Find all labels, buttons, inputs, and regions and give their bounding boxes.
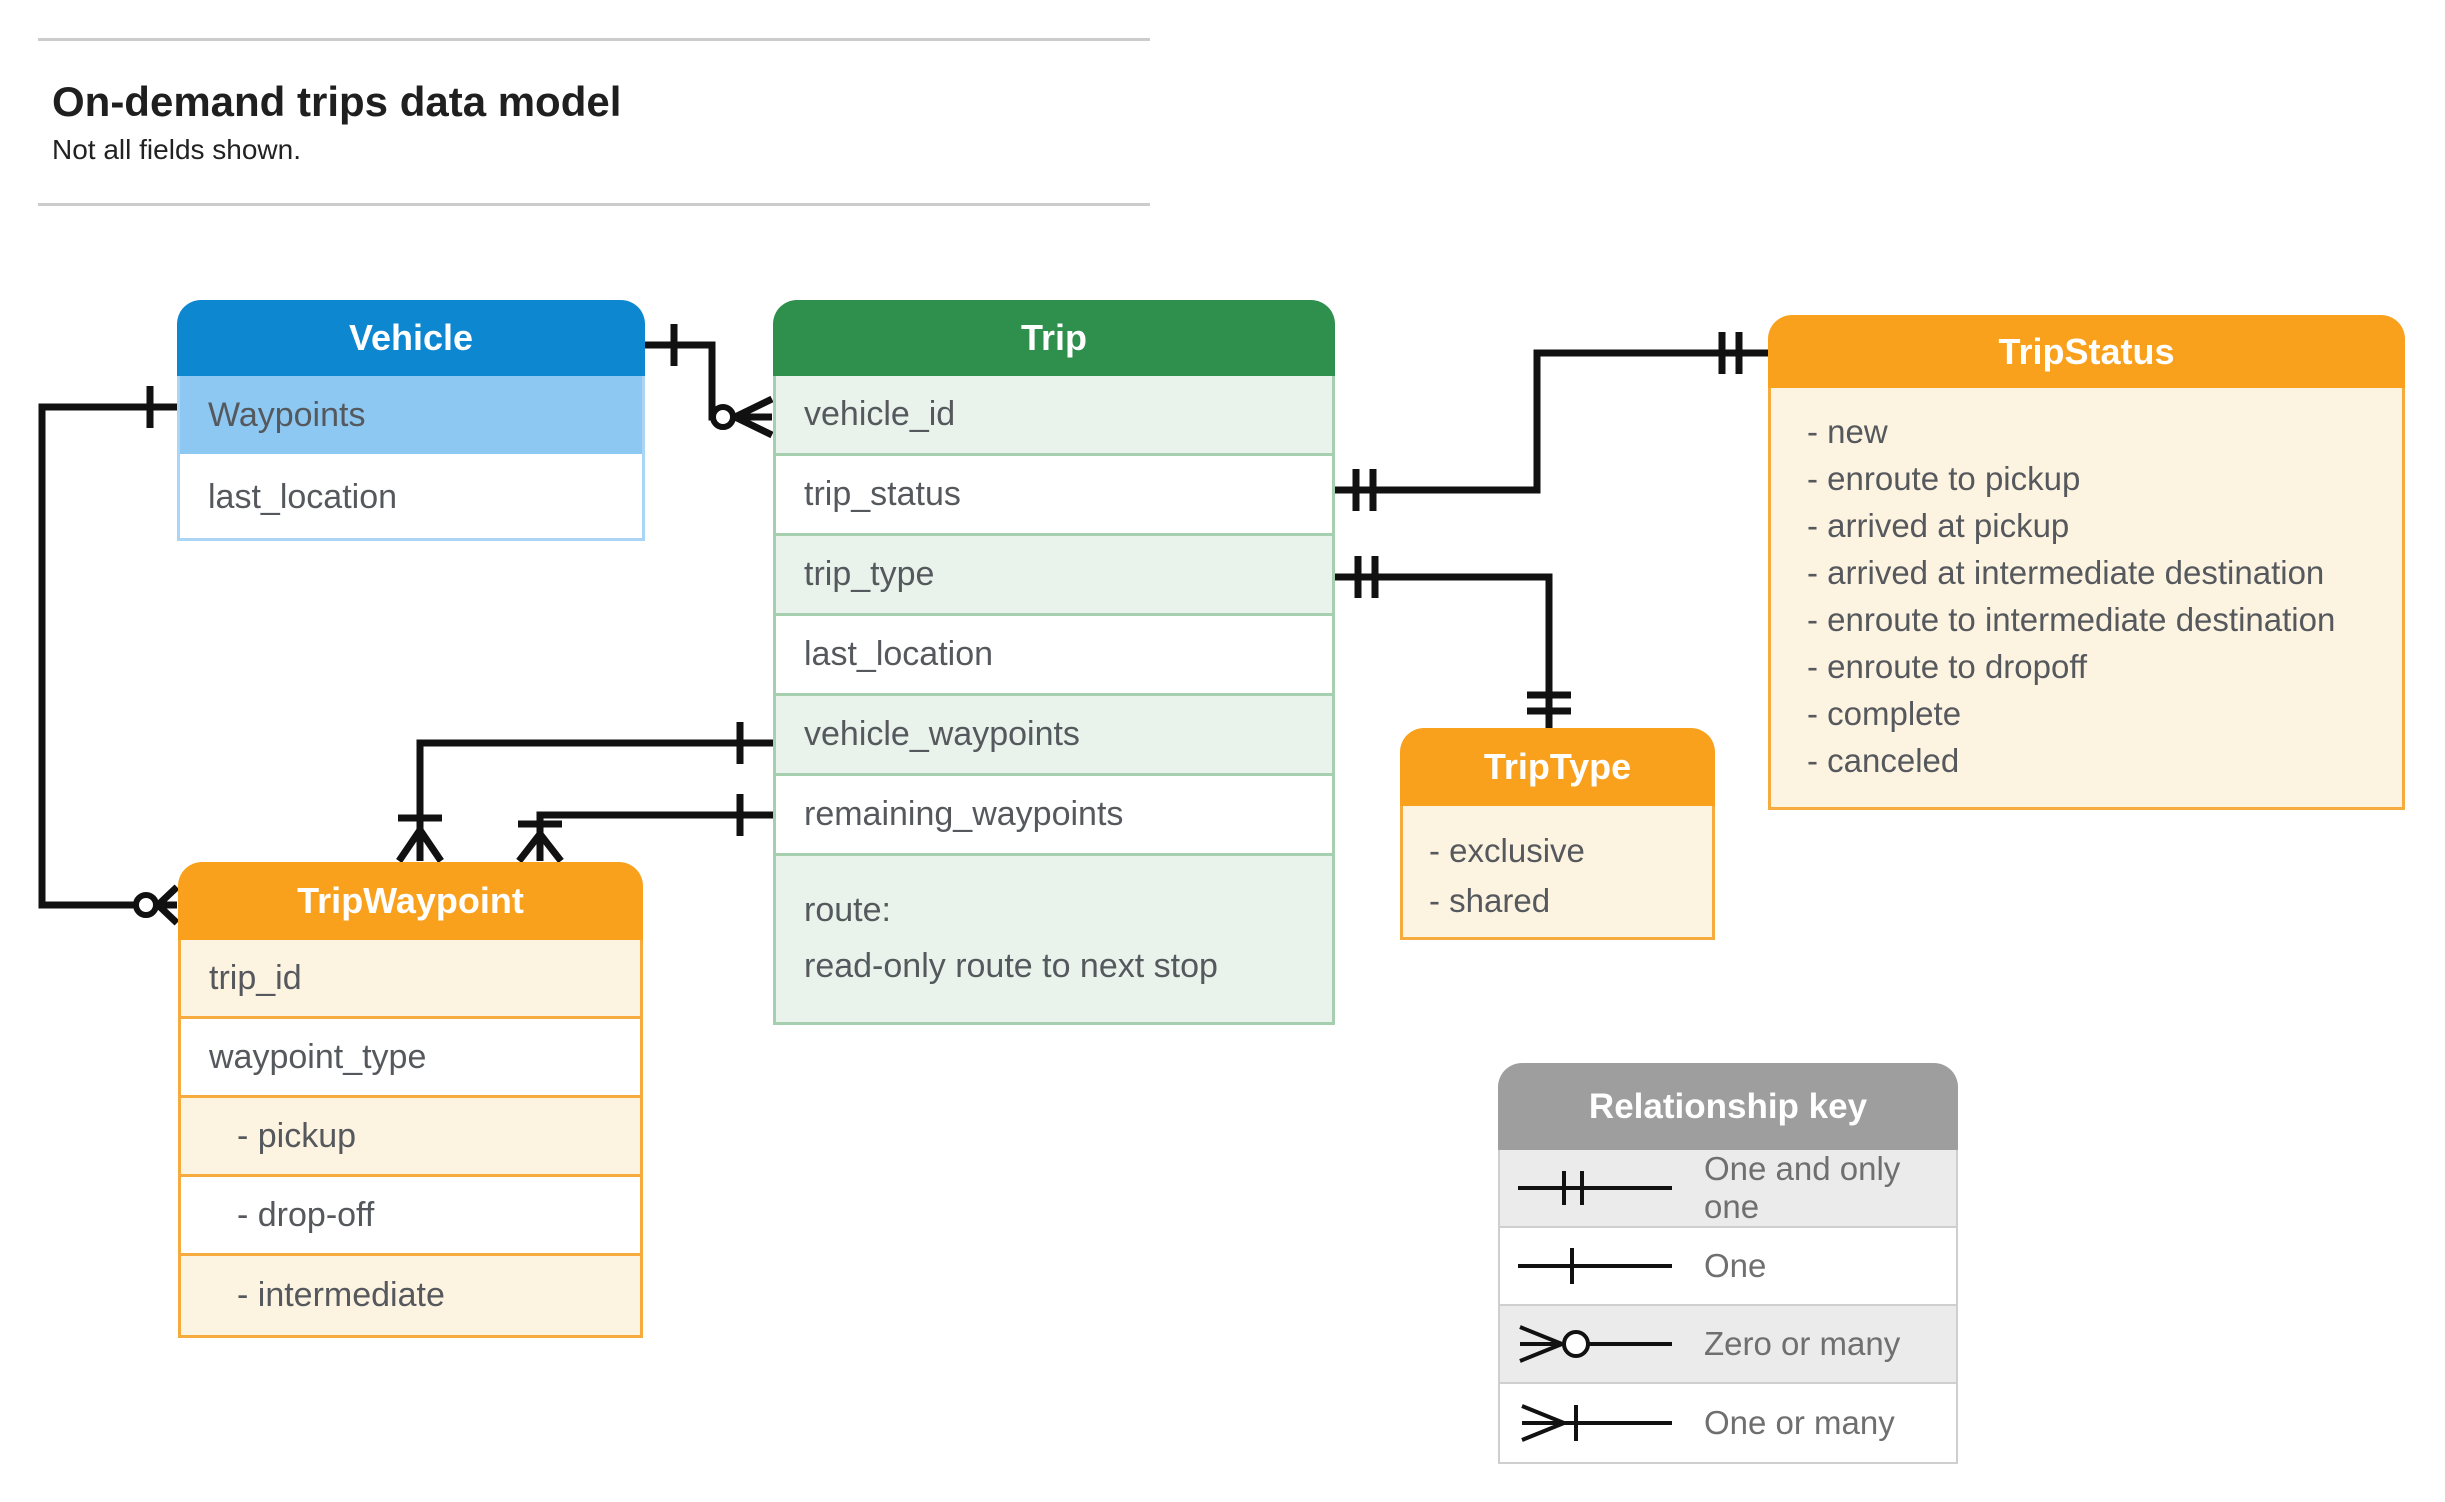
entity-trip-title: Trip — [773, 300, 1335, 376]
vehicle-field-waypoints: Waypoints — [180, 376, 642, 457]
triptype-value-shared: - shared — [1429, 882, 1551, 919]
entity-trip-body: vehicle_id trip_status trip_type last_lo… — [773, 376, 1335, 1025]
connector-trip-vehicle-waypoints — [396, 722, 773, 863]
relationship-key-title: Relationship key — [1498, 1063, 1958, 1150]
legend-row-one-or-many: One or many — [1500, 1384, 1956, 1462]
tripwaypoint-value-intermediate: - intermediate — [181, 1256, 640, 1335]
trip-field-trip-type: trip_type — [776, 536, 1332, 616]
legend-label: One or many — [1704, 1404, 1895, 1441]
trip-route-description: read-only route to next stop — [804, 947, 1218, 985]
legend-row-one: One — [1500, 1228, 1956, 1306]
entity-tripstatus-title: TripStatus — [1768, 315, 2405, 388]
tripwaypoint-field-waypoint-type: waypoint_type — [181, 1019, 640, 1098]
connector-trip-triptype — [1335, 556, 1571, 728]
triptype-value-exclusive: - exclusive — [1429, 832, 1585, 869]
tripstatus-value-new: - new — [1807, 413, 1888, 450]
legend-label: Zero or many — [1704, 1325, 1901, 1362]
connector-vehicle-trip — [645, 324, 774, 439]
tripwaypoint-value-pickup: - pickup — [181, 1098, 640, 1177]
vehicle-field-last-location: last_location — [180, 457, 642, 538]
relationship-key-body: One and only one One — [1498, 1150, 1958, 1464]
entity-tripwaypoint: TripWaypoint trip_id waypoint_type - pic… — [178, 862, 643, 1338]
one-icon — [1518, 1248, 1672, 1284]
tripstatus-value-enroute-to-dropoff: - enroute to dropoff — [1807, 648, 2088, 685]
top-divider — [38, 38, 1150, 41]
entity-tripwaypoint-body: trip_id waypoint_type - pickup - drop-of… — [178, 940, 643, 1338]
entity-triptype: TripType - exclusive - shared — [1400, 728, 1715, 940]
entity-tripstatus-body: - new - enroute to pickup - arrived at p… — [1768, 388, 2405, 810]
relationship-key: Relationship key One and only one — [1498, 1063, 1958, 1464]
tripstatus-value-enroute-to-pickup: - enroute to pickup — [1807, 460, 2081, 497]
entity-tripstatus: TripStatus - new - enroute to pickup - a… — [1768, 315, 2405, 810]
one-and-only-one-icon — [1518, 1171, 1672, 1205]
connector-trip-remaining-waypoints — [516, 794, 773, 864]
tripstatus-value-canceled: - canceled — [1807, 742, 1960, 779]
connector-vehicle-tripwaypoint — [38, 386, 180, 926]
entity-trip: Trip vehicle_id trip_status trip_type la… — [773, 300, 1335, 1025]
page-subtitle: Not all fields shown. — [52, 134, 302, 165]
trip-field-vehicle-id: vehicle_id — [776, 376, 1332, 456]
entity-vehicle-title: Vehicle — [177, 300, 645, 376]
page-title: On-demand trips data model — [52, 78, 622, 125]
tripstatus-value-arrived-at-intermediate-destination: - arrived at intermediate destination — [1807, 554, 2325, 591]
trip-field-trip-status: trip_status — [776, 456, 1332, 536]
entity-vehicle: Vehicle Waypoints last_location — [177, 300, 645, 541]
legend-label: One and only one — [1704, 1150, 1901, 1225]
connector-trip-tripstatus — [1335, 332, 1768, 511]
tripstatus-value-complete: - complete — [1807, 695, 1962, 732]
legend-row-one-and-only-one: One and only one — [1500, 1150, 1956, 1228]
trip-route-label: route: — [804, 891, 891, 929]
tripwaypoint-field-trip-id: trip_id — [181, 940, 640, 1019]
tripstatus-value-enroute-to-intermediate-destination: - enroute to intermediate destination — [1807, 601, 2336, 638]
header-divider — [38, 203, 1150, 206]
trip-field-remaining-waypoints: remaining_waypoints — [776, 776, 1332, 856]
tripwaypoint-value-drop-off: - drop-off — [181, 1177, 640, 1256]
legend-row-zero-or-many: Zero or many — [1500, 1306, 1956, 1384]
tripstatus-value-arrived-at-pickup: - arrived at pickup — [1807, 507, 2070, 544]
trip-field-route: route: read-only route to next stop — [776, 856, 1332, 1022]
entity-vehicle-body: Waypoints last_location — [177, 376, 645, 541]
entity-tripwaypoint-title: TripWaypoint — [178, 862, 643, 940]
entity-triptype-body: - exclusive - shared — [1400, 806, 1715, 940]
entity-triptype-title: TripType — [1400, 728, 1715, 806]
zero-or-many-icon — [1519, 1325, 1672, 1363]
legend-label: One — [1704, 1247, 1767, 1284]
trip-field-last-location: last_location — [776, 616, 1332, 696]
one-or-many-icon — [1521, 1404, 1672, 1442]
trip-field-vehicle-waypoints: vehicle_waypoints — [776, 696, 1332, 776]
